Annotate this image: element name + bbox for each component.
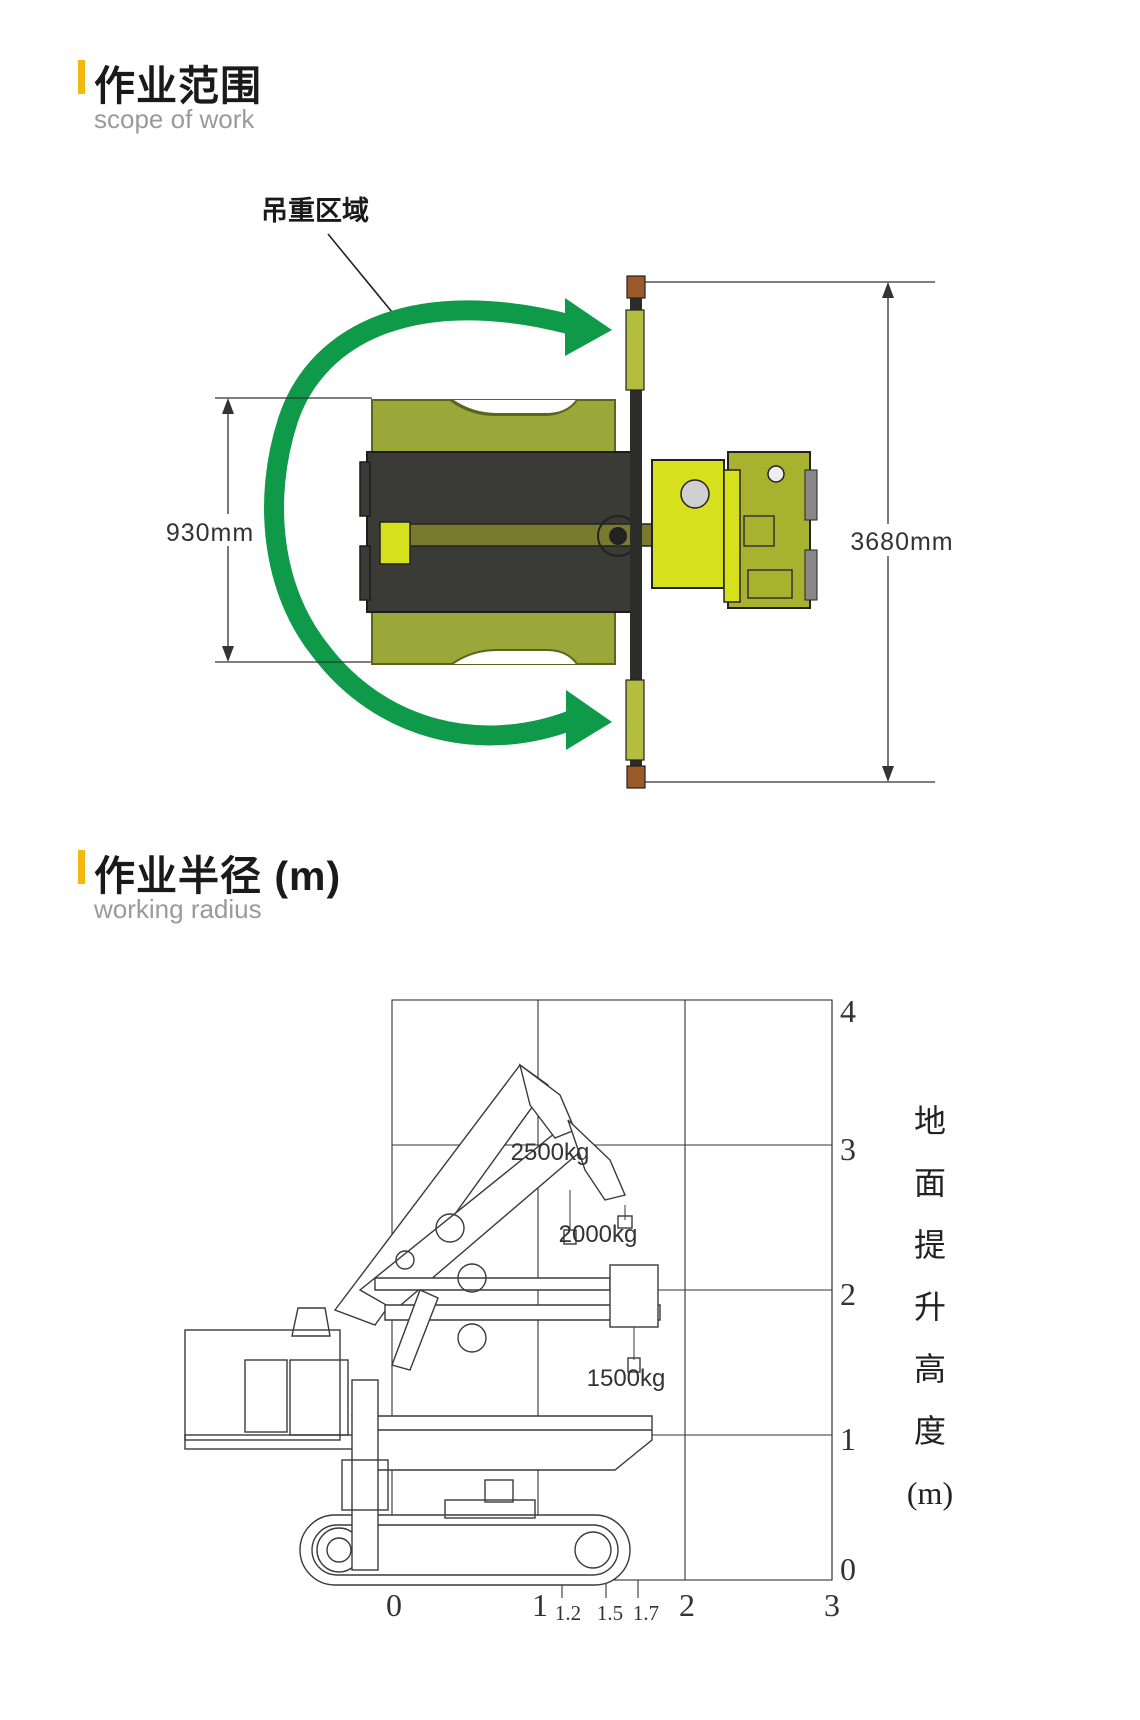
y-tick-3: 3	[840, 1131, 856, 1167]
x-minor-tick-1-7: 1.7	[633, 1601, 659, 1625]
y-tick-2: 2	[840, 1276, 856, 1312]
x-minor-tick-1-2: 1.2	[555, 1601, 581, 1625]
span-dimension-label: 3680mm	[850, 528, 953, 556]
load-label-2500: 2500kg	[511, 1139, 590, 1166]
y-axis-label-char: 高	[914, 1351, 946, 1387]
span-label-bg	[838, 524, 966, 556]
y-axis-label-char: 提	[914, 1227, 946, 1263]
y-tick-4: 4	[840, 993, 856, 1029]
x-minor-tick-1-5: 1.5	[597, 1601, 623, 1625]
y-axis-label-char: 地	[914, 1103, 946, 1139]
scope-title: 作业范围	[94, 63, 262, 109]
scope-diagram: 吊重区域 930mm 3680mm	[158, 196, 966, 789]
accent-bar	[78, 60, 85, 94]
y-tick-0: 0	[840, 1551, 856, 1587]
crane-side-view	[184, 1063, 661, 1586]
lifting-area-label: 吊重区域	[261, 196, 369, 226]
radius-title: 作业半径 (m)	[94, 853, 342, 899]
accent-bar	[78, 850, 85, 884]
y-axis-label-char: 升	[914, 1289, 946, 1325]
width-label-bg	[158, 514, 262, 546]
load-label-2000: 2000kg	[559, 1221, 638, 1248]
width-dimension-label: 930mm	[166, 519, 254, 547]
x-tick-1: 1	[532, 1587, 548, 1623]
lifting-area-leader	[327, 233, 393, 313]
radius-diagram: 2500kg 2000kg 1500kg 0 1 2 3 1.2 1.5 1.7…	[184, 993, 953, 1625]
y-axis-label-char: 面	[914, 1165, 946, 1201]
y-axis-label-char: 度	[914, 1413, 946, 1449]
x-tick-2: 2	[679, 1587, 695, 1623]
radius-subtitle: working radius	[94, 894, 262, 924]
load-label-1500: 1500kg	[587, 1365, 666, 1392]
y-axis-label-unit: (m)	[907, 1475, 953, 1511]
x-tick-0: 0	[386, 1587, 402, 1623]
rotation-arrow	[264, 298, 612, 750]
x-tick-3: 3	[824, 1587, 840, 1623]
y-axis-label: 地 面 提 升 高 度 (m)	[907, 1103, 953, 1511]
y-tick-1: 1	[840, 1421, 856, 1457]
scope-subtitle: scope of work	[94, 104, 255, 134]
outrigger-beam	[630, 276, 642, 786]
crane-top-view	[359, 275, 818, 789]
cab-body	[651, 459, 725, 589]
